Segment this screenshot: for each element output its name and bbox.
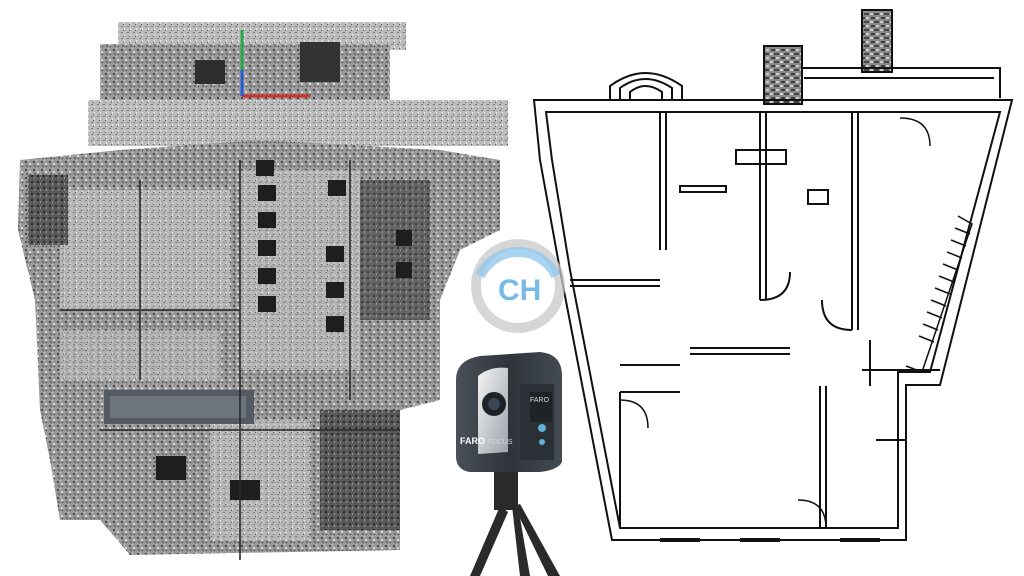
watermark-text: CH (498, 274, 541, 307)
scanner-brand-label: FARO (460, 436, 485, 446)
staircase (905, 215, 973, 373)
chimney (861, 9, 893, 73)
point-cloud-fragment (100, 44, 390, 100)
floor-plan-drawing (532, 9, 1014, 542)
point-cloud-fragment (88, 100, 508, 146)
axis-triad (240, 30, 310, 98)
chimney (763, 45, 803, 105)
ch-watermark-logo: CH (471, 239, 565, 333)
laser-scanner-device: FARO FOCUS FARO (456, 352, 562, 576)
scanned-furniture (156, 160, 412, 500)
tripod (470, 470, 560, 576)
scanner-model-label: FOCUS (488, 439, 513, 446)
scanner-side-label: FARO (530, 397, 550, 404)
point-cloud-scan (18, 22, 508, 560)
